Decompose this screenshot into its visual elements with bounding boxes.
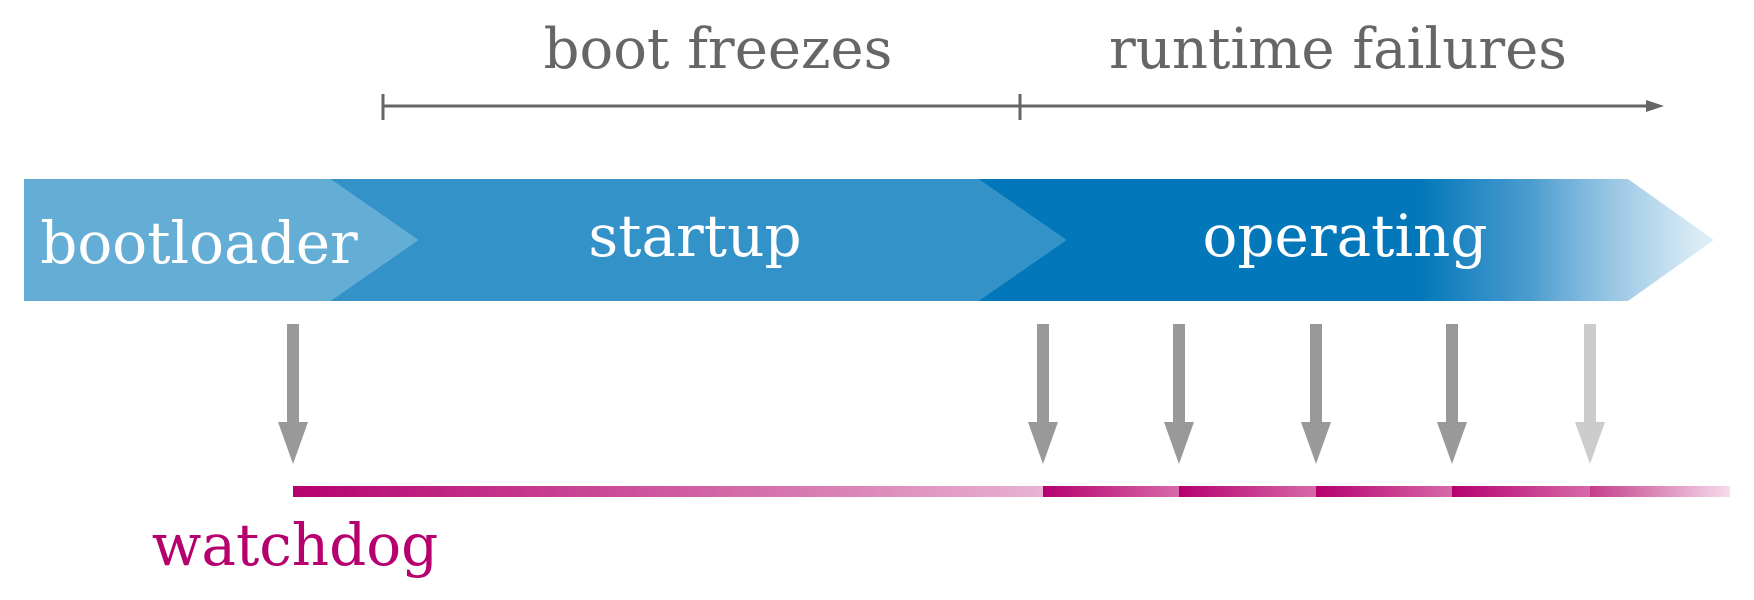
annotation-ruler (381, 94, 1664, 120)
watchdog-bar-1 (1043, 486, 1179, 497)
watchdog-bar-4 (1452, 486, 1590, 497)
arrow-4 (1301, 324, 1331, 464)
arrow-5 (1437, 324, 1467, 464)
watchdog-bar-3 (1316, 486, 1452, 497)
watchdog-bar-5 (1590, 486, 1730, 497)
startup-chevron (330, 179, 1066, 301)
arrow-2 (1028, 324, 1058, 464)
watchdog-bar-boot (293, 486, 1043, 497)
arrow-6-faded (1575, 324, 1605, 464)
watchdog-label: watchdog (152, 511, 439, 579)
watchdog-bars (293, 486, 1730, 497)
runtime-failures-label: runtime failures (1109, 17, 1567, 82)
operating-chevron (978, 179, 1714, 301)
arrow-3 (1164, 324, 1194, 464)
arrow-1 (278, 324, 308, 464)
startup-label: startup (588, 202, 801, 270)
ruler-arrowhead (1646, 100, 1664, 112)
watchdog-bar-2 (1179, 486, 1316, 497)
boot-freezes-label: boot freezes (544, 17, 893, 82)
bootloader-label: bootloader (40, 209, 358, 277)
bootloader-chevron (24, 179, 418, 301)
operating-label: operating (1202, 202, 1487, 270)
